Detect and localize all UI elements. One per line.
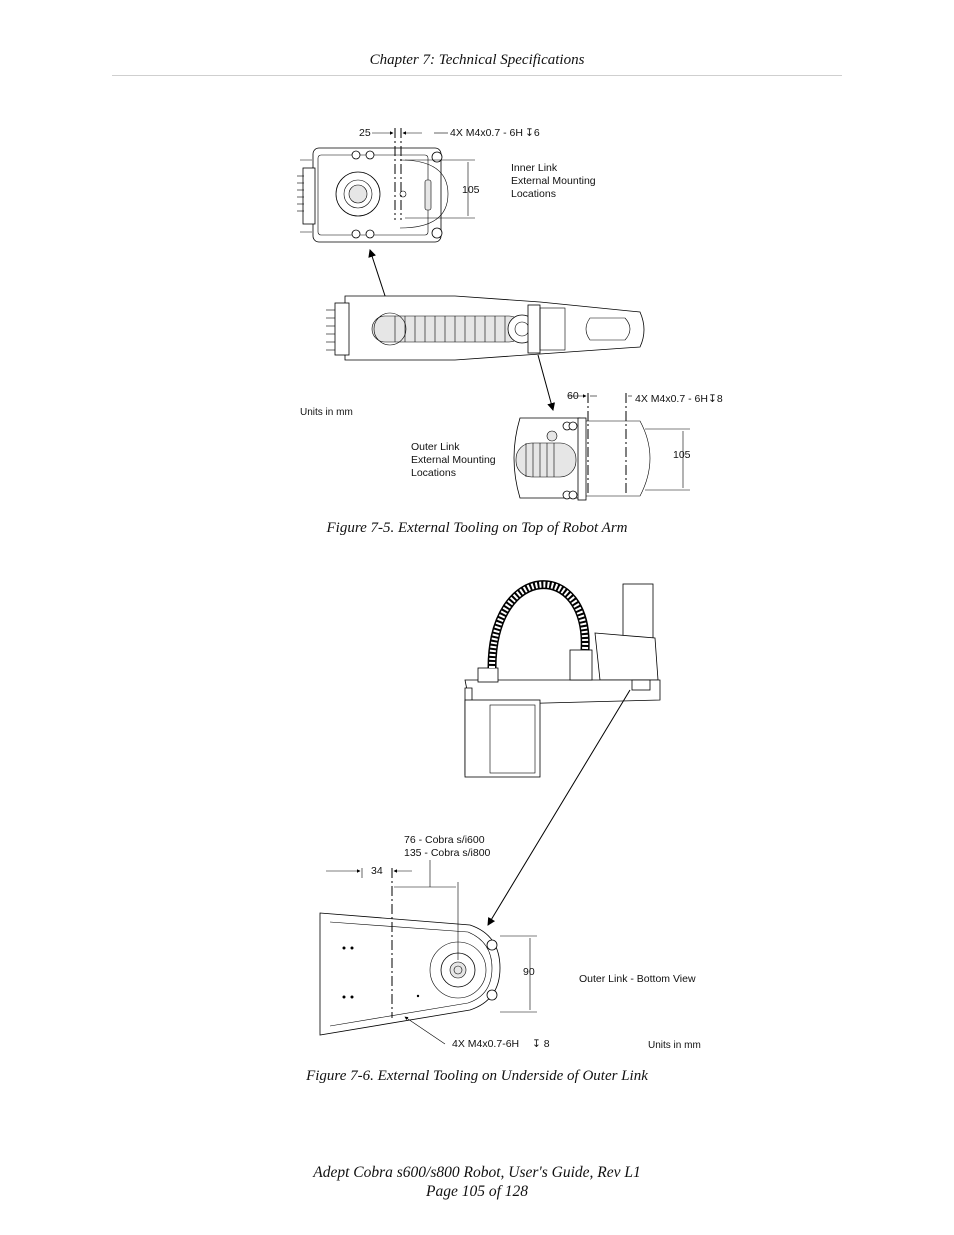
units-note-fig5: Units in mm [300,407,353,418]
outer-depth-symbol: ↧8 [708,393,723,405]
inner-label-line-3: Locations [511,188,556,200]
outer-thread-callout: 4X M4x0.7 - 6H [635,393,708,405]
figure-7-6-caption: Figure 7-6. External Tooling on Undersid… [306,1068,648,1084]
inner-depth-symbol: ↧6 [525,127,540,139]
note-i800: 135 - Cobra s/i800 [404,847,491,859]
footer-page-number: Page 105 of 128 [425,1183,529,1200]
inner-thread-callout: 4X M4x0.7 - 6H [450,127,523,139]
outer-dim-105: 105 [673,449,691,461]
inner-label-line-2: External Mounting [511,175,596,187]
outer-label-line-1: Outer Link [411,441,460,453]
dim-90: 90 [523,966,535,978]
inner-dim-25: 25 [359,127,371,139]
outer-link-drawing [513,393,690,501]
robot-side-view [464,580,661,778]
units-note-fig6: Units in mm [648,1040,701,1051]
chapter-header: Chapter 7: Technical Specifications [369,52,585,68]
figure-7-5-caption: Figure 7-5. External Tooling on Top of R… [326,520,628,536]
thread-callout-fig6: 4X M4x0.7-6H [452,1038,520,1050]
note-i600: 76 - Cobra s/i600 [404,834,485,846]
outer-label-line-2: External Mounting [411,454,496,466]
outer-depth-value: 8 [716,393,723,405]
depth-value-fig6: 8 [543,1038,550,1050]
inner-depth-value: 6 [533,127,540,139]
header-rule [112,75,842,76]
bottom-view-label: Outer Link - Bottom View [579,973,696,985]
inner-label-line-1: Inner Link [511,162,558,174]
dim-34: 34 [371,865,383,877]
outer-label-line-3: Locations [411,467,456,479]
robot-arm-top-view [326,295,645,361]
outer-dim-60: 60 [567,390,579,402]
outer-link-bottom-view [319,860,537,1045]
depth-symbol-fig6: ↧ 8 [532,1038,550,1050]
outer-link-label: Outer Link External Mounting Locations [411,441,496,480]
inner-dim-105: 105 [462,184,480,196]
inner-link-drawing [297,128,475,243]
footer-title: Adept Cobra s600/s800 Robot, User's Guid… [313,1164,641,1181]
inner-link-label: Inner Link External Mounting Locations [511,162,596,201]
